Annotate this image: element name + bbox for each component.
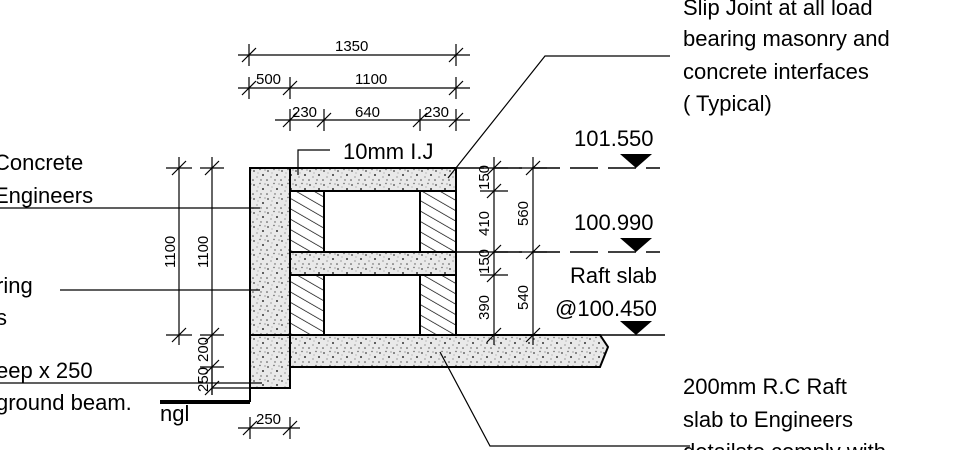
level-lines xyxy=(456,167,665,336)
masonry-left-upper xyxy=(289,190,325,253)
isolation-joint-label: 10mm I.J xyxy=(343,139,433,164)
raft-note-3: detailsto comply with xyxy=(683,439,886,450)
masonry-right-lower xyxy=(419,274,457,336)
left-note-2-line-1: ring xyxy=(0,273,33,298)
ground-beam xyxy=(249,334,291,389)
left-note-3-line-1: eep x 250 xyxy=(0,358,93,383)
masonry-right-upper xyxy=(419,190,457,253)
dim-1100-inner: 1100 xyxy=(195,236,212,268)
dim-410: 410 xyxy=(476,211,493,236)
dim-1350: 1350 xyxy=(335,38,368,55)
level-middle: 100.990 xyxy=(574,210,654,235)
dim-250-bottom: 250 xyxy=(256,411,281,428)
note-texts: 10mm I.J ngl Slip Joint at all load bear… xyxy=(0,0,890,450)
structure xyxy=(160,167,610,404)
dim-560: 560 xyxy=(515,201,532,226)
dim-150-top: 150 xyxy=(476,165,493,190)
dim-540: 540 xyxy=(515,285,532,310)
dim-230-left: 230 xyxy=(292,104,317,121)
slip-joint-note-4: ( Typical) xyxy=(683,91,772,116)
slip-joint-note-3: concrete interfaces xyxy=(683,59,869,84)
level-top: 101.550 xyxy=(574,126,654,151)
level-raft: @100.450 xyxy=(555,296,657,321)
level-marker-middle xyxy=(620,238,652,252)
opening-lower xyxy=(323,274,421,336)
dim-500: 500 xyxy=(256,71,281,88)
dimension-texts: 1350 500 1100 230 640 230 1100 1100 200 … xyxy=(162,38,532,428)
left-note-3-line-2: ground beam. xyxy=(0,390,132,415)
raft-note-1: 200mm R.C Raft xyxy=(683,374,847,399)
left-note-1-line-1: Concrete xyxy=(0,150,83,175)
raft-note-2: slab to Engineers xyxy=(683,407,853,432)
slip-joint-note-2: bearing masonry and xyxy=(683,26,890,51)
opening-upper xyxy=(323,190,421,253)
left-note-1-line-2: Engineers xyxy=(0,183,93,208)
leader-lines xyxy=(0,55,690,447)
masonry-left-lower xyxy=(289,274,325,336)
raft-slab xyxy=(289,334,610,368)
dim-1100-top: 1100 xyxy=(355,71,387,88)
dimension-lines xyxy=(166,44,547,439)
dim-250-vert: 250 xyxy=(195,367,212,392)
level-markers xyxy=(620,154,652,335)
level-texts: 101.550 100.990 Raft slab @100.450 xyxy=(555,126,657,321)
dim-150-mid: 150 xyxy=(476,249,493,274)
dim-230-right: 230 xyxy=(424,104,449,121)
level-marker-top xyxy=(620,154,652,168)
ngl-label: ngl xyxy=(160,401,189,426)
level-marker-raft xyxy=(620,321,652,335)
level-raft-label: Raft slab xyxy=(570,263,657,288)
dim-640: 640 xyxy=(355,104,380,121)
left-note-2-line-2: s xyxy=(0,305,7,330)
dim-390: 390 xyxy=(476,295,493,320)
dim-1100-left: 1100 xyxy=(162,236,179,268)
dim-200: 200 xyxy=(195,337,212,362)
top-beam xyxy=(289,167,457,192)
middle-beam xyxy=(289,251,457,276)
slip-joint-note-1: Slip Joint at all load xyxy=(683,0,873,20)
